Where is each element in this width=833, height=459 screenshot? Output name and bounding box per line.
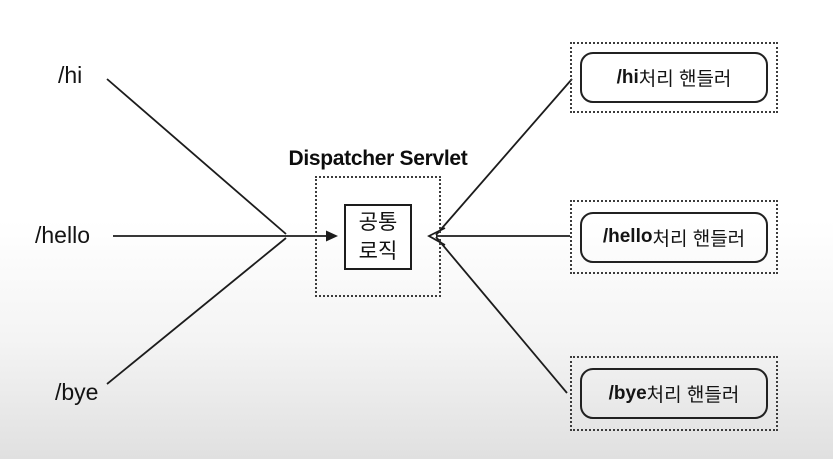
dispatcher-servlet-title: Dispatcher Servlet (288, 147, 468, 170)
common-logic-box: 공통 로직 (344, 203, 412, 270)
dispatcher-servlet-boundary: 공통 로직 (315, 176, 441, 297)
edge-hi-to-dispatcher (106, 78, 287, 235)
edge-dispatcher-to-bye-handler (435, 236, 568, 394)
edge-dispatcher-to-hi-handler (435, 78, 573, 236)
arrowhead-into-dispatcher (326, 230, 338, 242)
handler-boundary-bye: /bye 처리 핸들러 (570, 356, 778, 431)
handler-suffix-hello: 처리 핸들러 (652, 228, 746, 250)
handler-boundary-hi: /hi 처리 핸들러 (570, 42, 778, 113)
common-logic-line1: 공통 (358, 210, 398, 234)
handler-suffix-hi: 처리 핸들러 (638, 69, 732, 90)
handler-route-bye: /bye (608, 382, 647, 404)
handler-boundary-hello: /hello 처리 핸들러 (570, 200, 778, 274)
handler-suffix-bye: 처리 핸들러 (646, 385, 740, 406)
route-label-hello: /hello (35, 222, 90, 248)
route-label-hi: /hi (58, 62, 83, 88)
route-label-bye: /bye (55, 379, 99, 405)
edge-bye-to-dispatcher (106, 237, 287, 385)
handler-route-hello: /hello (602, 226, 653, 247)
handler-box-bye: /bye 처리 핸들러 (580, 368, 768, 419)
common-logic-line2: 로직 (358, 239, 398, 263)
handler-box-hello: /hello 처리 핸들러 (580, 211, 768, 263)
handler-box-hi: /hi 처리 핸들러 (580, 52, 768, 103)
handler-route-hi: /hi (616, 66, 639, 88)
